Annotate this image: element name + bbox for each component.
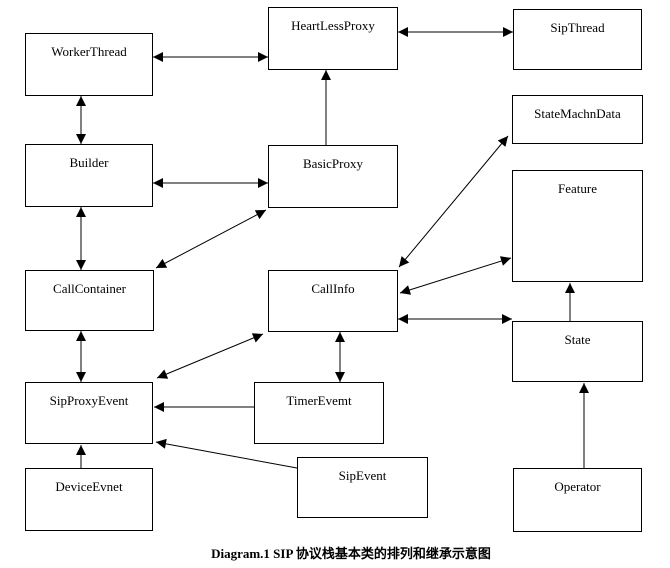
edge-sip-proxy-event--call-info bbox=[156, 333, 264, 379]
node-sip-proxy-event: SipProxyEvent bbox=[25, 382, 153, 444]
edge-call-info--feature bbox=[399, 256, 512, 295]
node-label-worker-thread: WorkerThread bbox=[51, 44, 127, 59]
node-builder: Builder bbox=[25, 144, 153, 207]
node-state: State bbox=[512, 321, 643, 382]
node-sip-event: SipEvent bbox=[297, 457, 428, 518]
node-label-sip-event: SipEvent bbox=[338, 468, 387, 483]
node-timer-evemt: TimerEvemt bbox=[254, 382, 384, 444]
node-label-device-evnet: DeviceEvnet bbox=[55, 479, 123, 494]
diagram-caption: Diagram.1 SIP 协议栈基本类的排列和继承示意图 bbox=[211, 546, 491, 561]
node-label-operator: Operator bbox=[554, 479, 601, 494]
node-label-call-container: CallContainer bbox=[53, 281, 126, 296]
node-label-builder: Builder bbox=[69, 155, 109, 170]
node-label-state-machn-data: StateMachnData bbox=[534, 106, 621, 121]
node-label-feature: Feature bbox=[558, 181, 597, 196]
node-call-info: CallInfo bbox=[268, 270, 398, 332]
node-sip-thread: SipThread bbox=[513, 9, 642, 70]
node-label-call-info: CallInfo bbox=[311, 281, 355, 296]
edge-call-info--state-machn-data bbox=[398, 135, 509, 268]
node-call-container: CallContainer bbox=[25, 270, 154, 331]
edge-call-container--basic-proxy bbox=[155, 209, 267, 269]
node-label-heartless-proxy: HeartLessProxy bbox=[291, 18, 375, 33]
node-label-sip-proxy-event: SipProxyEvent bbox=[49, 393, 129, 408]
edge-sip-event--sip-proxy-event bbox=[155, 438, 298, 469]
node-heartless-proxy: HeartLessProxy bbox=[268, 7, 398, 70]
node-label-sip-thread: SipThread bbox=[550, 20, 605, 35]
node-worker-thread: WorkerThread bbox=[25, 33, 153, 96]
node-basic-proxy: BasicProxy bbox=[268, 145, 398, 208]
node-operator: Operator bbox=[513, 468, 642, 532]
node-label-basic-proxy: BasicProxy bbox=[303, 156, 363, 171]
node-label-state: State bbox=[564, 332, 591, 347]
node-device-evnet: DeviceEvnet bbox=[25, 468, 153, 531]
node-state-machn-data: StateMachnData bbox=[512, 95, 643, 144]
node-label-timer-evemt: TimerEvemt bbox=[286, 393, 352, 408]
node-feature: Feature bbox=[512, 170, 643, 282]
